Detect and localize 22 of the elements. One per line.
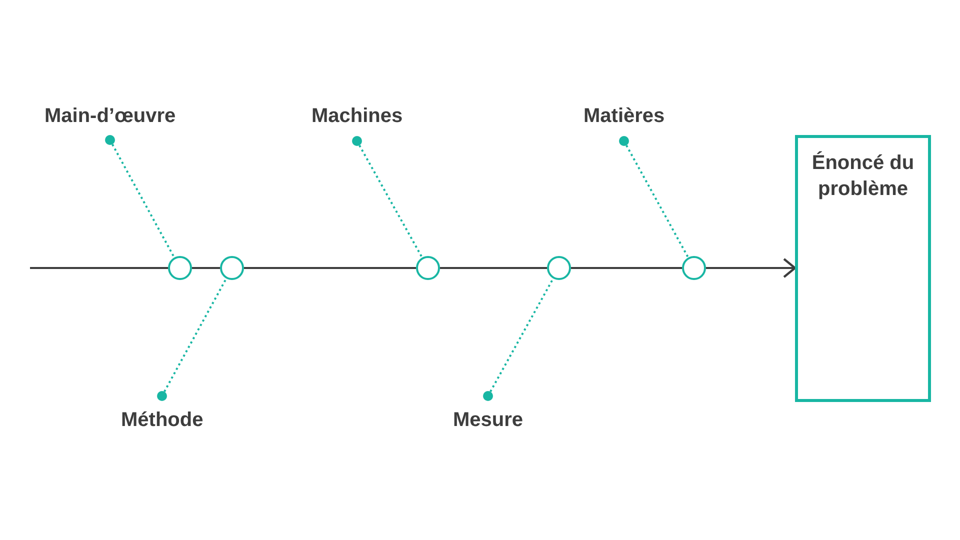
problem-box: Énoncé du problème [795, 135, 931, 402]
junction-circle [416, 256, 440, 280]
category-label: Matières [584, 104, 665, 136]
leader-line [483, 278, 554, 401]
category-label: Mesure [453, 402, 524, 432]
junction-circle [547, 256, 571, 280]
spine-line [571, 267, 682, 269]
spine-arrow [706, 258, 796, 278]
junction-circle [682, 256, 706, 280]
category-label: Méthode [121, 402, 204, 432]
spine-line [244, 267, 416, 269]
junction-circle [168, 256, 192, 280]
leader-line [157, 278, 228, 401]
leader-line [352, 136, 424, 258]
spine-line [192, 267, 220, 269]
junction-circle [220, 256, 244, 280]
spine-line [440, 267, 547, 269]
leader-line [105, 135, 176, 258]
spine-line [30, 267, 168, 269]
category-label: Machines [312, 104, 403, 136]
leader-line [619, 136, 690, 258]
category-label: Main-d’œuvre [44, 104, 176, 136]
